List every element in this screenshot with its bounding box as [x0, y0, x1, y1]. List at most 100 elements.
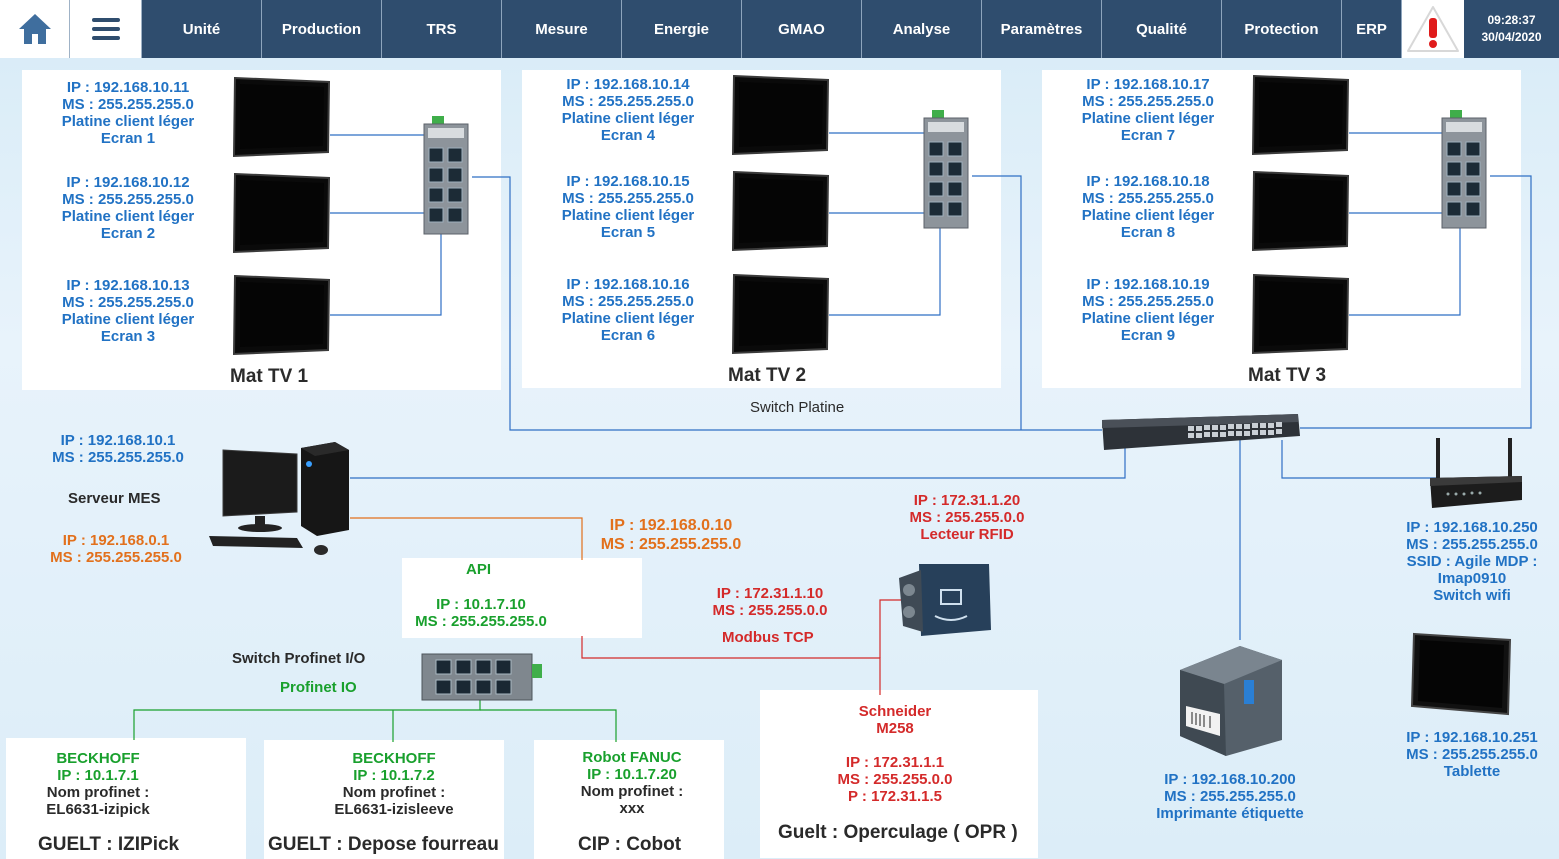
- clock-date: 30/04/2020: [1481, 30, 1542, 44]
- beckhoff-2-brand: BECKHOFF: [352, 750, 436, 767]
- modbus-ms: MS : 255.255.0.0: [712, 602, 828, 619]
- monitor-icon: [232, 76, 331, 158]
- ecran-7-type: Platine client léger: [1081, 110, 1215, 127]
- nav-protection[interactable]: Protection: [1222, 0, 1342, 58]
- monitor-icon: [731, 273, 830, 355]
- nav-erp[interactable]: ERP: [1342, 0, 1402, 58]
- switch-platine-label: Switch Platine: [750, 399, 845, 416]
- monitor-ecran-7: [1251, 74, 1351, 165]
- beckhoff-2-title: GUELT : Depose fourreau: [268, 834, 499, 855]
- ecran-1-name: Ecran 1: [100, 130, 156, 147]
- din-switch-icon: [1441, 110, 1487, 229]
- profinet-switch-device: [420, 652, 544, 707]
- wifi-password: Imap0910: [1437, 570, 1507, 587]
- switch-mat-tv-3: [1438, 110, 1490, 235]
- rfid-ip: IP : 172.31.1.20: [913, 492, 1021, 509]
- fanuc-panel: [534, 740, 724, 859]
- beckhoff-2-nom: Nom profinet :: [342, 784, 446, 801]
- wifi-name: Switch wifi: [1433, 587, 1511, 604]
- ecran-5-ip: IP : 192.168.10.15: [566, 173, 690, 190]
- schneider-line-1: Schneider: [858, 703, 932, 720]
- monitor-icon: [232, 274, 331, 356]
- ecran-2-name: Ecran 2: [100, 225, 156, 242]
- din-switch-icon: [423, 116, 469, 235]
- ecran-6-ip: IP : 192.168.10.16: [566, 276, 690, 293]
- nav-analyse[interactable]: Analyse: [862, 0, 982, 58]
- desktop-computer-icon: [209, 442, 349, 555]
- ecran-5-name: Ecran 5: [600, 224, 656, 241]
- schneider-line-2: M258: [876, 720, 914, 737]
- wifi-router-device: [1428, 438, 1524, 519]
- monitor-icon: [731, 74, 830, 156]
- ecran-4-name: Ecran 4: [600, 127, 656, 144]
- server-ms-2: MS : 255.255.255.0: [50, 549, 182, 566]
- switch-mat-tv-2: [920, 110, 972, 235]
- mat-tv-1-title: Mat TV 1: [230, 366, 309, 387]
- rfid-name: Lecteur RFID: [920, 526, 1014, 543]
- modbus-ip: IP : 172.31.1.10: [716, 585, 824, 602]
- nav-production[interactable]: Production: [262, 0, 382, 58]
- schneider-network: IP : 172.31.1.1 MS : 255.255.0.0 P : 172…: [820, 754, 970, 805]
- nav-gmao[interactable]: GMAO: [742, 0, 862, 58]
- schneider-p: P : 172.31.1.5: [848, 788, 942, 805]
- monitor-ecran-9: [1251, 273, 1351, 364]
- monitor-icon: [1251, 170, 1350, 252]
- beckhoff-2-ip: IP : 10.1.7.2: [353, 767, 435, 784]
- wifi-ssid: SSID : Agile MDP :: [1406, 553, 1538, 570]
- home-button[interactable]: [0, 0, 70, 58]
- nav-mesure[interactable]: Mesure: [502, 0, 622, 58]
- ecran-9-type: Platine client léger: [1081, 310, 1215, 327]
- beckhoff-1-panel: [6, 738, 246, 859]
- server-network-1: IP : 192.168.10.1 MS : 255.255.255.0: [30, 432, 206, 466]
- ecran-8-type: Platine client léger: [1081, 207, 1215, 224]
- menu-button[interactable]: [70, 0, 142, 58]
- ecran-7-ip: IP : 192.168.10.17: [1086, 76, 1210, 93]
- rack-switch-icon: [1102, 414, 1300, 450]
- fanuc-nom: Nom profinet :: [580, 783, 684, 800]
- wifi-ms: MS : 255.255.255.0: [1406, 536, 1538, 553]
- server-computer: [205, 440, 355, 565]
- nav-parametres[interactable]: Paramètres: [982, 0, 1102, 58]
- ecran-2-info: IP : 192.168.10.12 MS : 255.255.255.0 Pl…: [40, 174, 216, 242]
- beckhoff-2-panel: [264, 740, 504, 859]
- label-printer-device: [1170, 640, 1290, 761]
- ecran-5-info: IP : 192.168.10.15 MS : 255.255.255.0 Pl…: [540, 173, 716, 241]
- monitor-ecran-2: [232, 172, 332, 263]
- ecran-9-name: Ecran 9: [1120, 327, 1176, 344]
- profinet-switch-label: Switch Profinet I/O: [232, 650, 366, 667]
- rfid-ms: MS : 255.255.0.0: [909, 509, 1025, 526]
- schneider-title: Guelt : Operculage ( OPR ): [778, 822, 1018, 843]
- ecran-9-info: IP : 192.168.10.19 MS : 255.255.255.0 Pl…: [1060, 276, 1236, 344]
- tablet-name: Tablette: [1443, 763, 1501, 780]
- monitor-ecran-5: [731, 170, 831, 261]
- ecran-5-type: Platine client léger: [561, 207, 695, 224]
- nav-qualite[interactable]: Qualité: [1102, 0, 1222, 58]
- tablet-device: [1410, 630, 1514, 725]
- server-ms-1: MS : 255.255.255.0: [52, 449, 184, 466]
- ecran-8-info: IP : 192.168.10.18 MS : 255.255.255.0 Pl…: [1060, 173, 1236, 241]
- nav-energie[interactable]: Energie: [622, 0, 742, 58]
- api-network: IP : 10.1.7.10 MS : 255.255.255.0: [398, 596, 564, 630]
- api-panel: [402, 558, 642, 638]
- rfid-reader-device: [895, 560, 995, 645]
- ecran-8-ms: MS : 255.255.255.0: [1082, 190, 1214, 207]
- nav-unite[interactable]: Unité: [142, 0, 262, 58]
- ecran-9-ip: IP : 192.168.10.19: [1086, 276, 1210, 293]
- monitor-ecran-6: [731, 273, 831, 364]
- monitor-icon: [1251, 273, 1350, 355]
- nav-trs[interactable]: TRS: [382, 0, 502, 58]
- beckhoff-1-ip: IP : 10.1.7.1: [57, 767, 139, 784]
- monitor-icon: [1251, 74, 1350, 156]
- printer-ms: MS : 255.255.255.0: [1164, 788, 1296, 805]
- alarm-button[interactable]: [1402, 0, 1464, 58]
- ecran-1-info: IP : 192.168.10.11 MS : 255.255.255.0 Pl…: [40, 79, 216, 147]
- printer-icon: [1180, 646, 1282, 756]
- tablet-info: IP : 192.168.10.251 MS : 255.255.255.0 T…: [1386, 729, 1558, 780]
- profinet-bus-label: Profinet IO: [280, 679, 357, 696]
- fanuc-info: Robot FANUC IP : 10.1.7.20 Nom profinet …: [564, 749, 700, 817]
- ecran-1-type: Platine client léger: [61, 113, 195, 130]
- ecran-6-info: IP : 192.168.10.16 MS : 255.255.255.0 Pl…: [540, 276, 716, 344]
- beckhoff-1-brand: BECKHOFF: [56, 750, 140, 767]
- clock-time: 09:28:37: [1487, 13, 1536, 27]
